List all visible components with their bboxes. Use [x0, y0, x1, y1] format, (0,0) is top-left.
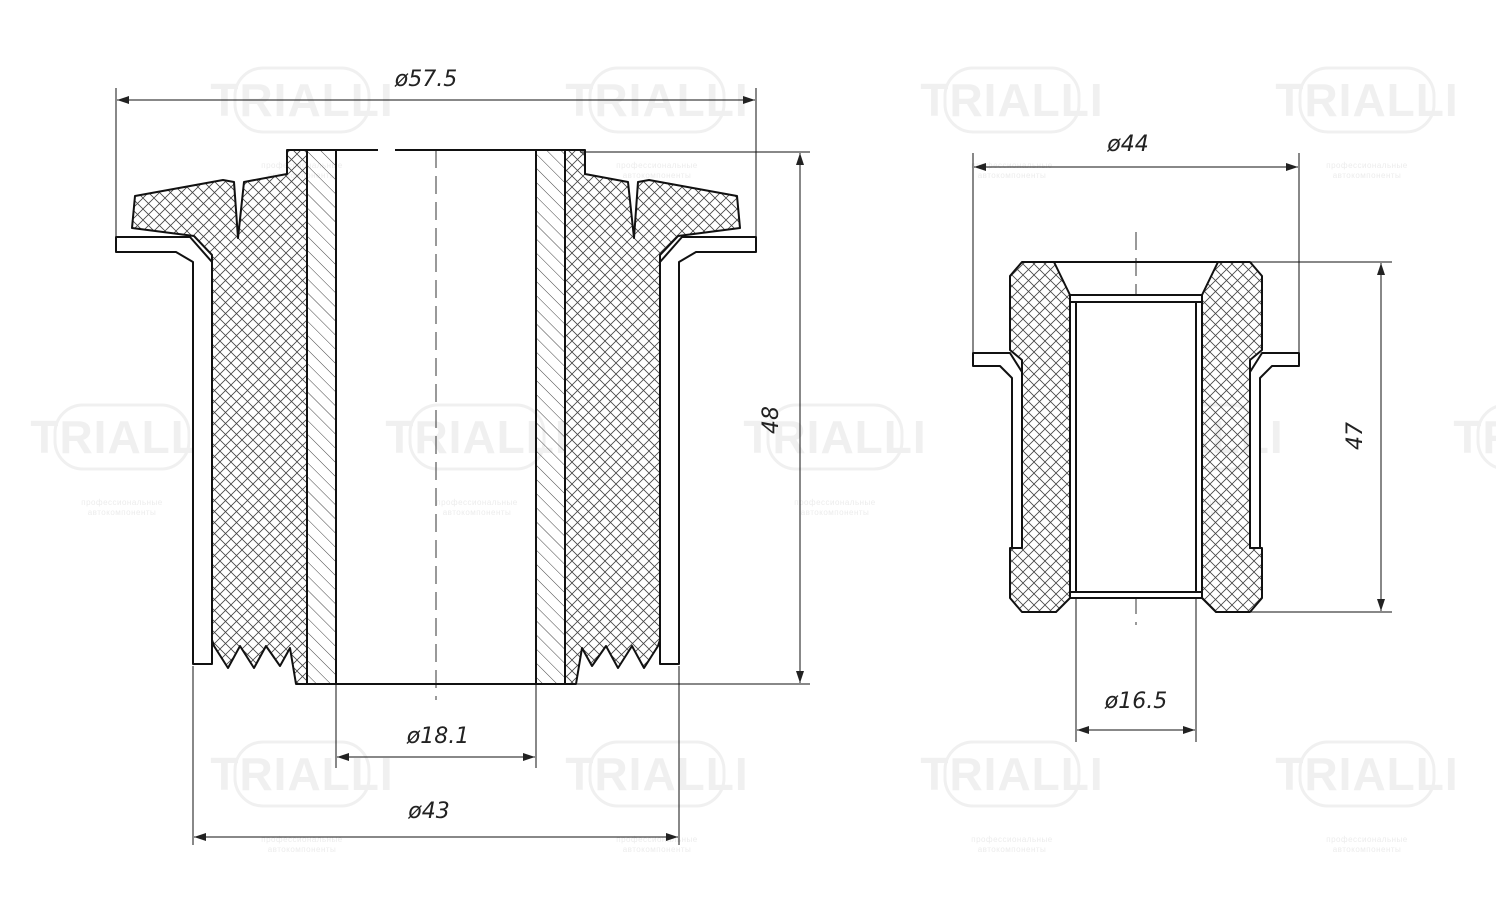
- svg-text:автокомпоненты: автокомпоненты: [443, 508, 512, 517]
- dim-label-height: 48: [759, 406, 784, 434]
- svg-text:TRIALLI: TRIALLI: [1453, 411, 1496, 463]
- dim-label-right-flange-diameter: ø44: [1106, 132, 1148, 157]
- svg-text:профессиональные: профессиональные: [971, 835, 1053, 844]
- svg-text:автокомпоненты: автокомпоненты: [268, 845, 337, 854]
- watermark-logo: TRIALLI профессиональные автокомпоненты: [920, 740, 1103, 854]
- svg-text:автокомпоненты: автокомпоненты: [978, 171, 1047, 180]
- svg-text:профессиональные: профессиональные: [616, 835, 698, 844]
- left-rubber-body-right: [564, 149, 741, 685]
- svg-text:профессиональные: профессиональные: [81, 498, 163, 507]
- svg-text:профессиональные: профессиональные: [1326, 161, 1408, 170]
- svg-text:TRIALLI: TRIALLI: [565, 748, 748, 800]
- svg-text:профессиональные: профессиональные: [436, 498, 518, 507]
- right-inner-sleeve: [1069, 294, 1203, 599]
- watermark-logo: TRIALLI профессиональные автокомпоненты: [1275, 740, 1458, 854]
- svg-text:автокомпоненты: автокомпоненты: [801, 508, 870, 517]
- dim-label-bore-diameter: ø18.1: [406, 724, 469, 749]
- watermark-logo: TRIALLI профессиональные автокомпоненты: [743, 403, 926, 517]
- left-bushing-section: ø57.5 48 ø18.1 ø43: [115, 67, 810, 845]
- svg-text:профессиональные: профессиональные: [261, 835, 343, 844]
- watermark-logo: TRIALLI профессиональные автокомпоненты: [565, 66, 748, 180]
- svg-text:автокомпоненты: автокомпоненты: [978, 845, 1047, 854]
- left-outer-sleeve-left: [115, 236, 213, 665]
- svg-text:профессиональные: профессиональные: [616, 161, 698, 170]
- left-inner-sleeve-right: [535, 149, 566, 685]
- left-outer-sleeve-right: [659, 236, 757, 665]
- svg-text:TRIALLI: TRIALLI: [210, 748, 393, 800]
- svg-text:профессиональные: профессиональные: [1326, 835, 1408, 844]
- svg-text:профессиональные: профессиональные: [971, 161, 1053, 170]
- right-bushing-section: ø44 47 ø16.5: [972, 132, 1392, 742]
- svg-text:TRIALLI: TRIALLI: [1275, 748, 1458, 800]
- svg-text:TRIALLI: TRIALLI: [920, 748, 1103, 800]
- dim-label-right-bore-diameter: ø16.5: [1104, 689, 1167, 714]
- svg-text:автокомпоненты: автокомпоненты: [1333, 845, 1402, 854]
- svg-text:автокомпоненты: автокомпоненты: [88, 508, 157, 517]
- right-outer-sleeve-right: [1249, 352, 1300, 549]
- watermark-logo: TRIALLI профессиональные автокомпоненты: [1275, 66, 1458, 180]
- dim-label-right-height: 47: [1343, 422, 1368, 450]
- watermark-logo: TRIALLI: [1453, 405, 1496, 469]
- svg-text:автокомпоненты: автокомпоненты: [623, 845, 692, 854]
- svg-text:профессиональные: профессиональные: [794, 498, 876, 507]
- svg-text:автокомпоненты: автокомпоненты: [623, 171, 692, 180]
- watermark-logo: TRIALLI профессиональные автокомпоненты: [920, 66, 1103, 180]
- left-inner-sleeve-left: [306, 149, 337, 685]
- svg-text:TRIALLI: TRIALLI: [920, 74, 1103, 126]
- svg-text:TRIALLI: TRIALLI: [743, 411, 926, 463]
- svg-text:автокомпоненты: автокомпоненты: [1333, 171, 1402, 180]
- watermark-logo: TRIALLI профессиональные автокомпоненты: [30, 403, 213, 517]
- svg-text:TRIALLI: TRIALLI: [1275, 74, 1458, 126]
- right-outer-sleeve-left: [972, 352, 1023, 549]
- dim-label-body-diameter: ø43: [407, 799, 449, 824]
- dim-label-flange-diameter: ø57.5: [394, 67, 457, 92]
- svg-text:TRIALLI: TRIALLI: [30, 411, 213, 463]
